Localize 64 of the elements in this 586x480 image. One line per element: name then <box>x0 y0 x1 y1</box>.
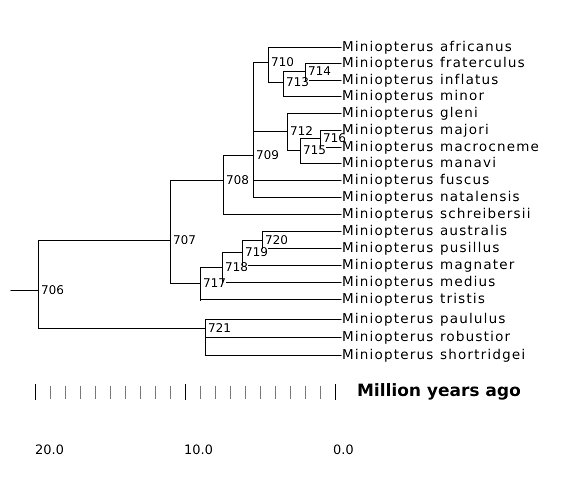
tree-branch <box>300 163 342 164</box>
node-number: 721 <box>208 322 231 334</box>
tree-branch <box>205 319 342 320</box>
node-number: 719 <box>245 246 268 258</box>
tree-branch <box>253 62 269 63</box>
taxon-name: Miniopterus magnater <box>342 257 516 273</box>
tree-branch <box>287 150 301 151</box>
taxon-name: Miniopterus robustior <box>342 329 512 345</box>
node-number: 710 <box>271 56 294 68</box>
tick-label: 10.0 <box>184 443 213 458</box>
taxon-name: Miniopterus pusillus <box>342 240 501 256</box>
tree-branch <box>223 214 342 215</box>
taxon-name: Miniopterus shortridgei <box>342 347 526 363</box>
tree-branch <box>262 231 342 232</box>
taxon-name: Miniopterus schreibersii <box>342 206 532 222</box>
tree-branch <box>287 113 342 114</box>
node-number: 706 <box>41 284 64 296</box>
taxon-name: Miniopterus gleni <box>342 105 479 121</box>
tree-branch <box>222 252 243 253</box>
taxon-name: Miniopterus medius <box>342 274 497 290</box>
tree-branch <box>170 283 201 284</box>
tree-branch <box>253 197 342 198</box>
tree-branch <box>300 138 321 139</box>
taxon-name: Miniopterus paululus <box>342 311 507 327</box>
node-number: 717 <box>203 277 226 289</box>
node-number: 707 <box>173 234 196 246</box>
tree-branch <box>200 267 223 268</box>
tree-branch <box>200 299 342 300</box>
taxon-name: Miniopterus natalensis <box>342 189 521 205</box>
tree-branch <box>205 355 342 356</box>
node-number: 714 <box>308 65 331 77</box>
tree-branch <box>305 63 342 64</box>
taxon-name: Miniopterus minor <box>342 88 486 104</box>
tree-branch <box>38 328 206 329</box>
tree-branch <box>283 71 306 72</box>
tree-branch <box>38 240 171 241</box>
taxon-name: Miniopterus inflatus <box>342 72 500 88</box>
taxon-name: Miniopterus tristis <box>342 291 486 307</box>
tree-branch <box>242 240 263 241</box>
taxon-name: Miniopterus fuscus <box>342 172 491 188</box>
node-number: 713 <box>286 76 309 88</box>
taxon-name: Miniopterus africanus <box>342 39 513 55</box>
tree-branch <box>170 180 224 181</box>
tick-label: 20.0 <box>35 443 64 458</box>
tree-branch <box>10 290 39 291</box>
tree-branch <box>320 130 342 131</box>
taxon-name: Miniopterus manavi <box>342 155 498 171</box>
taxon-name: Miniopterus fraterculus <box>342 55 526 71</box>
node-number: 720 <box>265 234 288 246</box>
tree-branch <box>283 96 342 97</box>
tree-branch <box>253 131 288 132</box>
node-number: 709 <box>256 149 279 161</box>
tree-branch <box>223 155 254 156</box>
node-number: 708 <box>226 174 249 186</box>
tree-branch <box>253 180 342 181</box>
node-number: 718 <box>225 261 248 273</box>
scale-title: Million years ago <box>357 381 521 401</box>
tree-branch <box>268 47 342 48</box>
node-number: 715 <box>303 144 326 156</box>
taxon-name: Miniopterus australis <box>342 223 508 239</box>
tree-branch <box>205 337 342 338</box>
tree-branch <box>268 82 284 83</box>
tick-label: 0.0 <box>333 443 354 458</box>
node-number: 712 <box>290 125 313 137</box>
